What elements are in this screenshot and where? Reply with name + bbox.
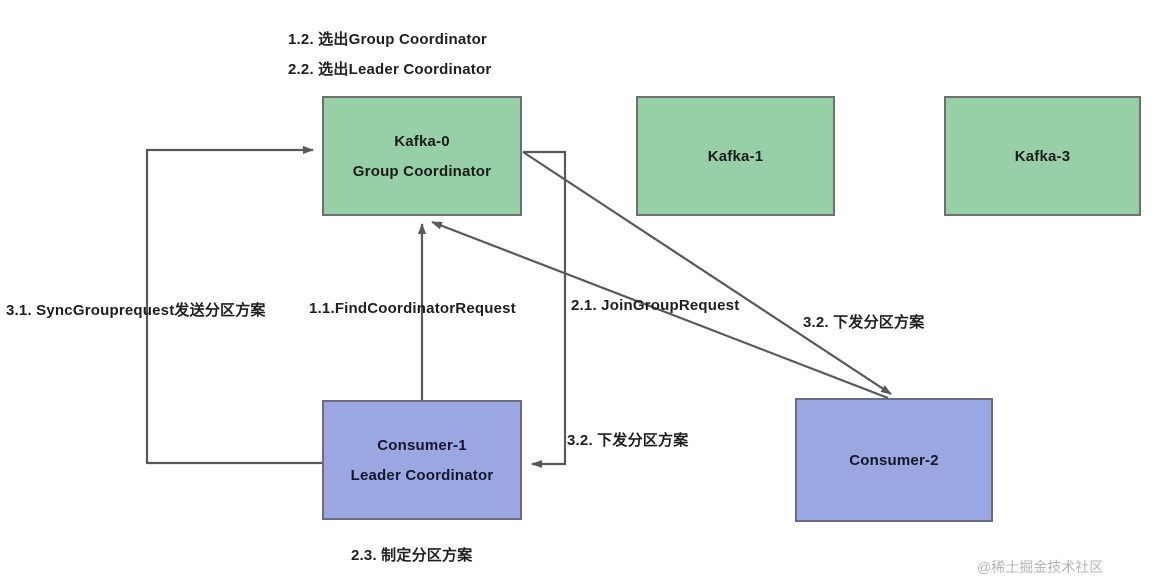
node-kafka-3[interactable]: Kafka-3 xyxy=(944,96,1141,216)
edge-label-join-group-request: 2.1. JoinGroupRequest xyxy=(571,297,740,314)
node-kafka-1[interactable]: Kafka-1 xyxy=(636,96,835,216)
node-kafka-3-title: Kafka-3 xyxy=(1014,147,1071,165)
edge-label-dispatch-plan-middle: 3.2. 下发分区方案 xyxy=(567,432,689,449)
node-consumer-1-title: Consumer-1 xyxy=(377,436,467,454)
node-kafka-0-title: Kafka-0 xyxy=(394,132,450,150)
node-consumer-2-title: Consumer-2 xyxy=(849,451,939,469)
edge-dispatch-plan-consumer2 xyxy=(522,151,892,395)
edge-dispatch-plan-consumer1 xyxy=(523,150,567,468)
note-select-group-coordinator: 1.2. 选出Group Coordinator xyxy=(288,31,487,48)
note-select-leader-coordinator: 2.2. 选出Leader Coordinator xyxy=(288,61,492,78)
edge-join-group-request xyxy=(431,220,889,400)
node-consumer-2[interactable]: Consumer-2 xyxy=(795,398,993,522)
node-kafka-0-subtitle: Group Coordinator xyxy=(352,162,492,180)
edge-label-sync-group-request: 3.1. SyncGrouprequest发送分区方案 xyxy=(6,302,266,319)
edge-sync-group-request xyxy=(145,146,322,465)
edge-label-find-coordinator-request: 1.1.FindCoordinatorRequest xyxy=(309,300,516,317)
node-kafka-0[interactable]: Kafka-0 Group Coordinator xyxy=(322,96,522,216)
watermark: @稀土掘金技术社区 xyxy=(977,559,1104,575)
node-consumer-1[interactable]: Consumer-1 Leader Coordinator xyxy=(322,400,522,520)
node-consumer-1-subtitle: Leader Coordinator xyxy=(350,466,494,484)
edge-label-make-partition-plan: 2.3. 制定分区方案 xyxy=(351,547,473,564)
node-kafka-1-title: Kafka-1 xyxy=(707,147,764,165)
edge-label-dispatch-plan-right: 3.2. 下发分区方案 xyxy=(803,314,925,331)
